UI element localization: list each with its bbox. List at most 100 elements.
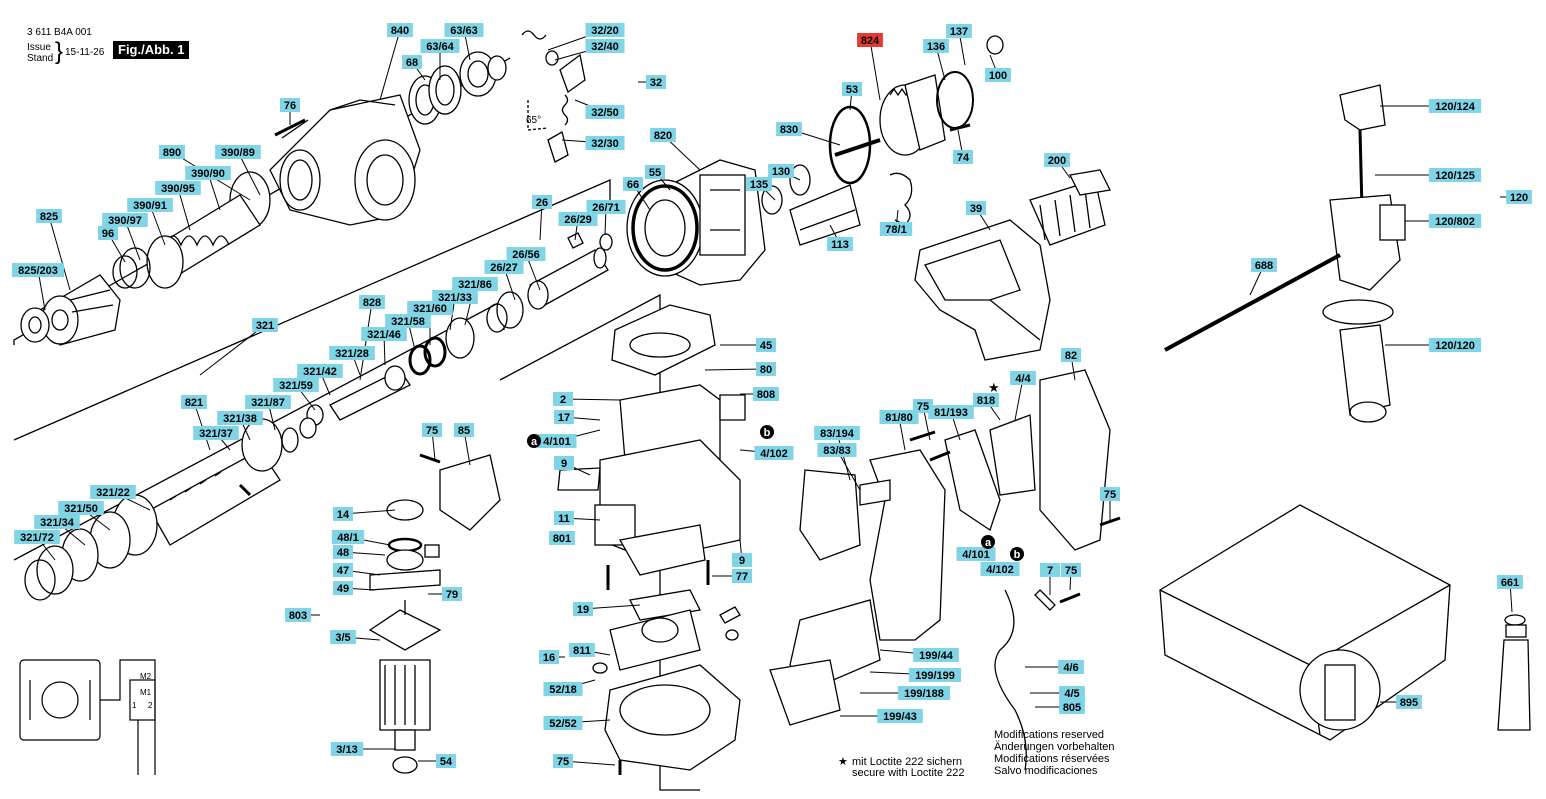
part-label-811[interactable]: 811 — [569, 643, 595, 657]
part-label-321-59[interactable]: 321/59 — [273, 378, 319, 392]
part-label-199-188[interactable]: 199/188 — [897, 686, 951, 700]
part-label-48-1[interactable]: 48/1 — [331, 530, 365, 544]
part-label-74[interactable]: 74 — [953, 150, 973, 164]
part-label-75-alt[interactable]: 75 — [1100, 487, 1120, 501]
part-label-120-125[interactable]: 120/125 — [1428, 168, 1482, 182]
part-label-47[interactable]: 47 — [333, 563, 353, 577]
part-label-4-4[interactable]: 4/4 — [1010, 371, 1036, 385]
part-label-52-18[interactable]: 52/18 — [543, 682, 583, 696]
part-label-75-alt[interactable]: 75 — [913, 399, 933, 413]
part-label-26[interactable]: 26 — [532, 195, 552, 209]
part-label-63-64[interactable]: 63/64 — [420, 39, 460, 53]
part-label-26-56[interactable]: 26/56 — [506, 247, 546, 261]
part-label-820[interactable]: 820 — [650, 128, 676, 142]
part-label-830[interactable]: 830 — [776, 122, 802, 136]
part-label-200[interactable]: 200 — [1044, 153, 1070, 167]
part-label-39[interactable]: 39 — [966, 201, 986, 215]
part-label-120[interactable]: 120 — [1506, 190, 1532, 204]
part-label-52-52[interactable]: 52/52 — [543, 716, 583, 730]
part-label-77[interactable]: 77 — [732, 569, 752, 583]
part-label-321[interactable]: 321 — [252, 318, 278, 332]
part-label-199-43[interactable]: 199/43 — [877, 709, 923, 723]
part-label-4-5[interactable]: 4/5 — [1059, 686, 1085, 700]
part-label-390-97[interactable]: 390/97 — [102, 213, 148, 227]
part-label-390-89[interactable]: 390/89 — [215, 145, 261, 159]
part-label-66[interactable]: 66 — [623, 177, 643, 191]
part-label-321-87[interactable]: 321/87 — [245, 395, 291, 409]
part-label-4-6[interactable]: 4/6 — [1058, 660, 1084, 674]
part-label-32-30[interactable]: 32/30 — [585, 136, 625, 150]
part-label-4-102[interactable]: 4/102 — [754, 446, 794, 460]
part-label-32-50[interactable]: 32/50 — [585, 105, 625, 119]
part-label-16[interactable]: 16 — [539, 650, 559, 664]
part-label-32-40[interactable]: 32/40 — [585, 39, 625, 53]
part-label-63-63[interactable]: 63/63 — [444, 23, 484, 37]
part-label-85[interactable]: 85 — [454, 423, 474, 437]
part-label-75-alt[interactable]: 75 — [422, 423, 442, 437]
part-label-890[interactable]: 890 — [159, 145, 185, 159]
part-label-82[interactable]: 82 — [1061, 348, 1081, 362]
part-label-840[interactable]: 840 — [387, 23, 413, 37]
part-label-26-29[interactable]: 26/29 — [558, 212, 598, 226]
part-label-49[interactable]: 49 — [333, 581, 353, 595]
part-label-75-alt[interactable]: 75 — [1061, 563, 1081, 577]
part-label-68[interactable]: 68 — [402, 55, 422, 69]
part-label-321-42[interactable]: 321/42 — [297, 364, 343, 378]
part-label-32-20[interactable]: 32/20 — [585, 23, 625, 37]
part-label-120-802[interactable]: 120/802 — [1428, 214, 1482, 228]
part-label-824[interactable]: 824 — [857, 33, 883, 47]
part-label-321-34[interactable]: 321/34 — [34, 515, 80, 529]
part-label-321-86[interactable]: 321/86 — [452, 277, 498, 291]
part-label-818[interactable]: 818 — [973, 393, 999, 407]
part-label-79[interactable]: 79 — [442, 587, 462, 601]
part-label-199-199[interactable]: 199/199 — [908, 668, 962, 682]
part-label-78-1[interactable]: 78/1 — [879, 222, 913, 236]
part-label-17[interactable]: 17 — [554, 410, 574, 424]
part-label-83-194[interactable]: 83/194 — [814, 426, 860, 440]
part-label-4-101-alt[interactable]: 4/101 — [956, 547, 996, 561]
part-label-803[interactable]: 803 — [285, 608, 311, 622]
part-label-661[interactable]: 661 — [1497, 575, 1523, 589]
part-label-3-13[interactable]: 3/13 — [330, 742, 364, 756]
part-label-390-90[interactable]: 390/90 — [185, 166, 231, 180]
part-label-390-95[interactable]: 390/95 — [155, 181, 201, 195]
part-label-688[interactable]: 688 — [1251, 258, 1277, 272]
part-label-100[interactable]: 100 — [985, 68, 1011, 82]
part-label-7[interactable]: 7 — [1040, 563, 1060, 577]
part-label-113[interactable]: 113 — [827, 237, 853, 251]
part-label-55[interactable]: 55 — [645, 165, 665, 179]
part-label-3-5[interactable]: 3/5 — [330, 630, 356, 644]
part-label-321-46[interactable]: 321/46 — [361, 327, 407, 341]
part-label-321-38[interactable]: 321/38 — [217, 411, 263, 425]
part-label-45[interactable]: 45 — [756, 338, 776, 352]
part-label-75[interactable]: 75 — [553, 754, 573, 768]
part-label-825-203[interactable]: 825/203 — [11, 263, 65, 277]
part-label-135[interactable]: 135 — [746, 177, 772, 191]
part-label-2[interactable]: 2 — [553, 392, 573, 406]
part-label-828[interactable]: 828 — [359, 295, 385, 309]
part-label-26-71[interactable]: 26/71 — [586, 200, 626, 214]
part-label-321-60[interactable]: 321/60 — [407, 301, 453, 315]
part-label-199-44[interactable]: 199/44 — [913, 648, 959, 662]
part-label-321-72[interactable]: 321/72 — [14, 530, 60, 544]
part-label-14[interactable]: 14 — [333, 507, 353, 521]
part-label-136[interactable]: 136 — [923, 39, 949, 53]
part-label-26-27[interactable]: 26/27 — [484, 260, 524, 274]
part-label-321-58[interactable]: 321/58 — [385, 314, 431, 328]
part-label-76[interactable]: 76 — [280, 98, 300, 112]
part-label-4-102-alt[interactable]: 4/102 — [980, 562, 1020, 576]
part-label-801[interactable]: 801 — [549, 531, 575, 545]
part-label-19[interactable]: 19 — [573, 602, 593, 616]
part-label-9[interactable]: 9 — [554, 456, 574, 470]
part-label-53[interactable]: 53 — [842, 82, 862, 96]
part-label-321-37[interactable]: 321/37 — [193, 426, 239, 440]
part-label-808[interactable]: 808 — [753, 387, 779, 401]
part-label-321-50[interactable]: 321/50 — [58, 501, 104, 515]
part-label-130[interactable]: 130 — [768, 164, 794, 178]
part-label-321-28[interactable]: 321/28 — [329, 346, 375, 360]
part-label-825[interactable]: 825 — [36, 209, 62, 223]
part-label-821[interactable]: 821 — [181, 395, 207, 409]
part-label-81-193[interactable]: 81/193 — [928, 405, 974, 419]
part-label-120-124[interactable]: 120/124 — [1428, 99, 1482, 113]
part-label-48[interactable]: 48 — [333, 545, 353, 559]
